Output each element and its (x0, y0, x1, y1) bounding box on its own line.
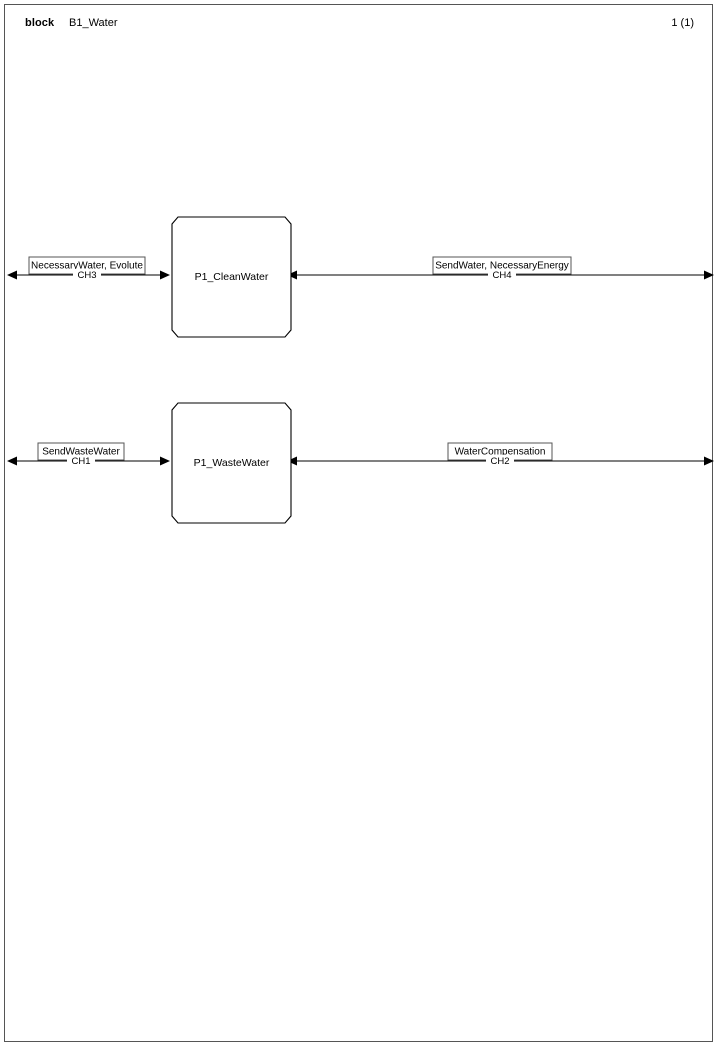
process-p1-cleanwater-shape (171, 216, 292, 338)
channel-ch3-signal-label: NecessaryWater, Evolute (31, 261, 143, 272)
diagram-name-label: B1_Water (69, 17, 118, 29)
channel-ch2-arrowhead-left (287, 456, 297, 466)
channel-ch1-id-label: CH1 (71, 456, 90, 467)
channel-ch4-id-label: CH4 (492, 270, 511, 281)
process-p1-wastewater-shape (171, 402, 292, 524)
channel-ch2-arrowhead-right (704, 456, 714, 466)
channel-ch4[interactable]: SendWater, NecessaryEnergy CH4 (287, 256, 714, 281)
channel-ch1[interactable]: SendWasteWater CH1 (7, 442, 170, 467)
channel-ch3[interactable]: NecessaryWater, Evolute CH3 (7, 256, 170, 281)
channel-ch3-arrowhead-left (7, 270, 17, 280)
channel-ch4-arrowhead-right (704, 270, 714, 280)
page-number-label: 1 (1) (671, 17, 694, 29)
channel-ch1-arrowhead-right (160, 456, 170, 466)
channel-ch4-id-backdrop (488, 269, 516, 281)
process-p1-wastewater[interactable]: P1_WasteWater (171, 402, 292, 524)
channel-ch1-arrowhead-left (7, 456, 17, 466)
process-p1-cleanwater-label: P1_CleanWater (195, 271, 269, 283)
diagram-kind-label: block (25, 17, 55, 29)
channel-ch1-id-backdrop (67, 455, 95, 467)
process-p1-wastewater-label: P1_WasteWater (194, 457, 270, 469)
diagram-page: block B1_Water 1 (1) NecessaryWater, Evo… (4, 4, 714, 1043)
diagram-canvas: NecessaryWater, Evolute CH3 SendWater, N… (5, 5, 714, 1043)
channel-ch2-id-label: CH2 (490, 456, 509, 467)
channel-ch4-signal-label: SendWater, NecessaryEnergy (435, 261, 569, 272)
channel-ch2-id-backdrop (486, 455, 514, 467)
page-header: block B1_Water 1 (1) (5, 5, 712, 43)
process-p1-cleanwater[interactable]: P1_CleanWater (171, 216, 292, 338)
channel-ch3-id-backdrop (73, 269, 101, 281)
diagram-svg: NecessaryWater, Evolute CH3 SendWater, N… (7, 216, 714, 524)
channel-ch3-id-label: CH3 (77, 270, 96, 281)
channel-ch1-signal-label: SendWasteWater (42, 447, 120, 458)
channel-ch4-arrowhead-left (287, 270, 297, 280)
channel-ch2-signal-label: WaterCompensation (455, 447, 546, 458)
channel-ch3-arrowhead-right (160, 270, 170, 280)
channel-ch2[interactable]: WaterCompensation CH2 (287, 442, 714, 467)
